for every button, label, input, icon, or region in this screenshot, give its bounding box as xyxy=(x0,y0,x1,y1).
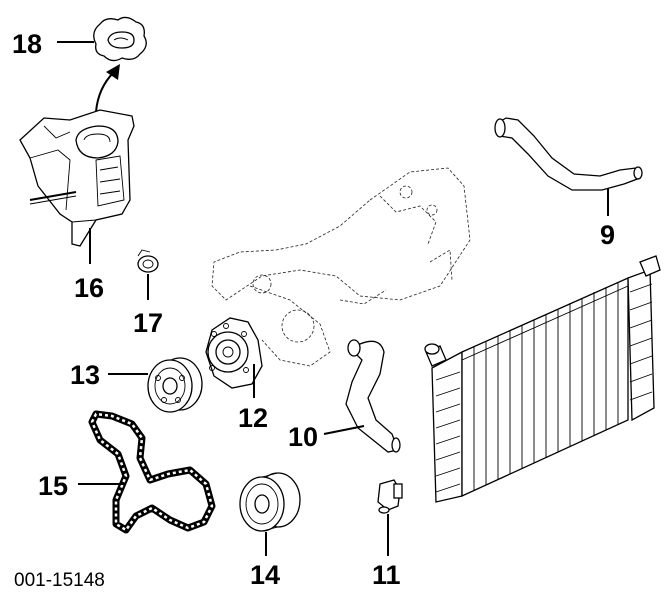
callout-17: 17 xyxy=(133,308,163,338)
part-14-idler-pulley xyxy=(239,472,301,532)
callout-18: 18 xyxy=(12,29,42,59)
part-11-drain-valve xyxy=(377,479,403,514)
arrow-16-to-18 xyxy=(95,64,120,113)
callout-12: 12 xyxy=(238,403,268,433)
leader-10 xyxy=(323,425,365,435)
part-18-cap xyxy=(93,16,147,62)
callout-10: 10 xyxy=(288,422,318,452)
figure-id: 001-15148 xyxy=(14,570,105,591)
part-16-housing xyxy=(19,109,135,247)
engine-block-outline xyxy=(211,167,471,367)
callout-16: 16 xyxy=(74,273,104,303)
part-10-lower-hose xyxy=(345,339,401,453)
part-12-water-pump xyxy=(205,317,263,389)
callout-11: 11 xyxy=(372,560,401,590)
callout-13: 13 xyxy=(70,360,100,390)
callout-14: 14 xyxy=(250,560,280,590)
part-17-seal xyxy=(137,249,159,273)
radiator xyxy=(424,255,661,503)
part-9-upper-hose xyxy=(494,117,643,191)
callout-15: 15 xyxy=(38,471,68,501)
callout-9: 9 xyxy=(600,220,615,250)
part-15-belt xyxy=(88,410,216,534)
part-13-pulley xyxy=(147,357,203,413)
